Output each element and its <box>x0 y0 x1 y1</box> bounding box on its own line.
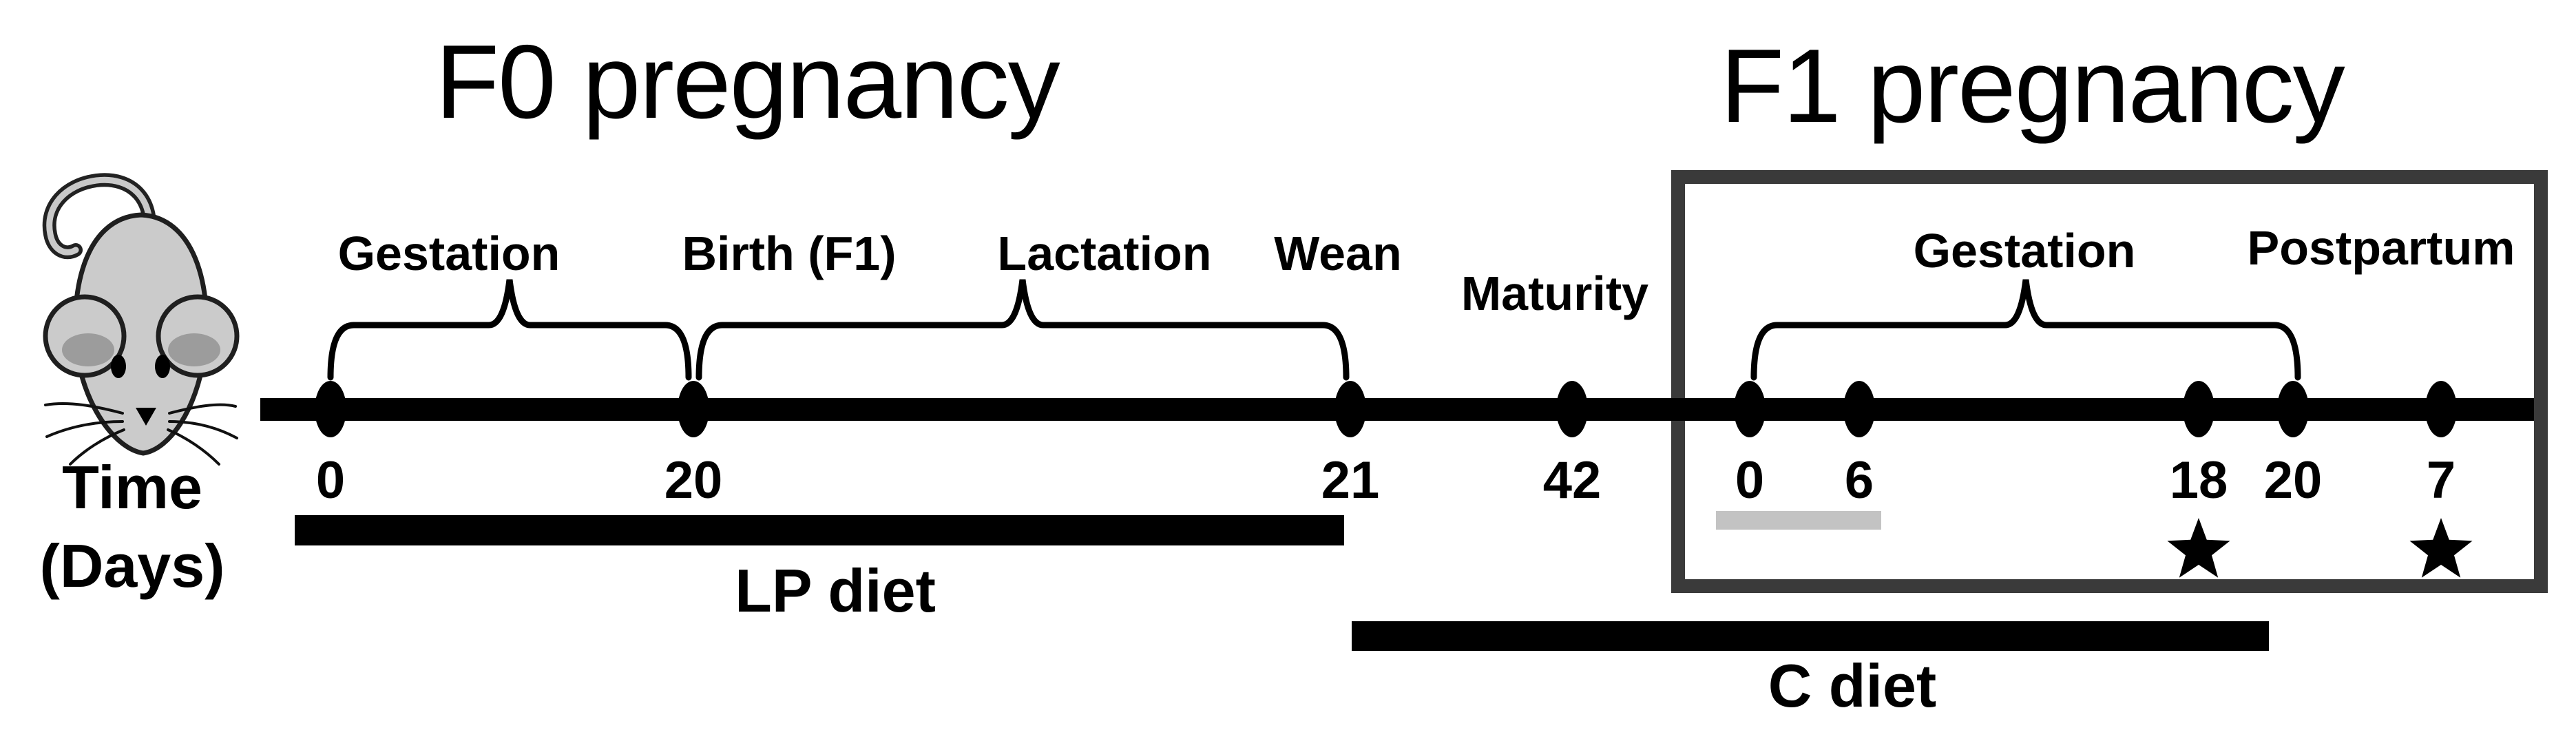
phase-label-birth-f1: Birth (F1) <box>682 227 897 280</box>
tick-label-f1-18: 18 <box>2169 451 2228 510</box>
tick-label-f0-21: 21 <box>1321 451 1380 510</box>
tick-label-f0-0: 0 <box>315 451 346 510</box>
mouse-eye-right <box>155 355 170 378</box>
title-f1-pregnancy: F1 pregnancy <box>1720 28 2345 145</box>
star-icon <box>2409 518 2473 578</box>
lp-diet-bar <box>295 515 1344 545</box>
time-axis-label-line1: Time <box>62 453 202 521</box>
gray-period-bar <box>1716 511 1881 530</box>
phase-label-f1-gestation: Gestation <box>1913 224 2136 278</box>
timeline-dot-f1-0 <box>1734 381 1766 437</box>
phase-label-wean: Wean <box>1274 227 1402 280</box>
mouse-inner-ear-left <box>62 333 114 366</box>
tick-label-f0-42: 42 <box>1542 451 1602 510</box>
brace-f1-gestation <box>1750 279 2301 381</box>
mouse-eye-left <box>111 355 126 378</box>
timeline-dot-f1-6 <box>1843 381 1875 437</box>
timeline-dot-f0-42 <box>1556 381 1588 437</box>
mouse-tail <box>46 176 153 256</box>
tick-label-f0-20: 20 <box>664 451 723 510</box>
timeline-line <box>260 398 2534 421</box>
timeline-dot-f0-21 <box>1334 381 1366 437</box>
phase-label-postpartum: Postpartum <box>2247 221 2515 275</box>
tick-label-f1-7: 7 <box>2426 451 2456 510</box>
braces <box>327 279 2301 381</box>
c-diet-bar <box>1352 621 2269 651</box>
title-f0-pregnancy: F0 pregnancy <box>435 23 1060 140</box>
timeline-dot-f1-20 <box>2277 381 2309 437</box>
timeline-dot-f0-20 <box>678 381 709 437</box>
tick-label-f1-20: 20 <box>2263 451 2323 510</box>
timeline-dot-f0-0 <box>315 381 346 437</box>
mouse-nose <box>136 408 156 426</box>
star-markers <box>2167 518 2473 578</box>
star-icon <box>2167 518 2230 578</box>
f1-pregnancy-box <box>1671 170 2548 593</box>
phase-label-f0-gestation: Gestation <box>337 227 561 280</box>
diet-label-lp: LP diet <box>735 556 936 625</box>
phase-label-maturity: Maturity <box>1460 267 1649 320</box>
timeline-dot-f1-7 <box>2425 381 2457 437</box>
mouse-body <box>72 212 209 456</box>
mouse-icon <box>42 173 240 466</box>
brace-f0-gestation <box>327 279 692 381</box>
phase-label-lactation: Lactation <box>997 227 1212 280</box>
mouse-inner-ear-right <box>168 333 220 366</box>
timeline-dots <box>315 381 2457 437</box>
tick-label-f1-6: 6 <box>1844 451 1874 510</box>
brace-f0-lactation <box>695 279 1350 381</box>
tick-label-f1-0: 0 <box>1735 451 1765 510</box>
mouse-whiskers <box>44 402 238 466</box>
time-axis-label-line2: (Days) <box>39 532 225 600</box>
timeline-dot-f1-18 <box>2183 381 2214 437</box>
diet-label-c: C diet <box>1768 652 1937 720</box>
